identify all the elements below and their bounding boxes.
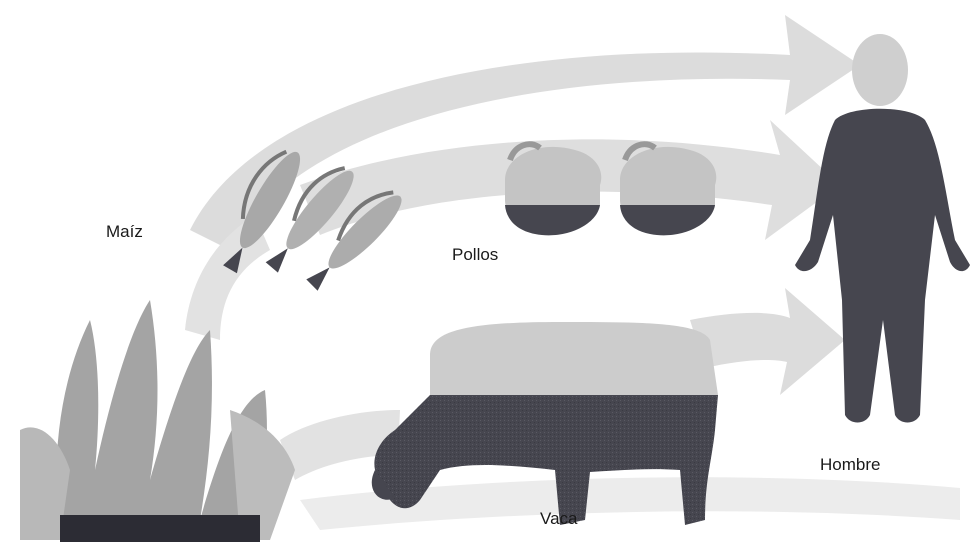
human-icon	[795, 34, 970, 423]
human-label: Hombre	[820, 455, 880, 475]
plants-icon	[20, 300, 295, 542]
chickens-label: Pollos	[452, 245, 498, 265]
cow-label: Vaca	[540, 509, 578, 529]
chicken-icon	[620, 144, 716, 235]
chicken-icon	[505, 144, 601, 235]
corn-label: Maíz	[106, 222, 143, 242]
